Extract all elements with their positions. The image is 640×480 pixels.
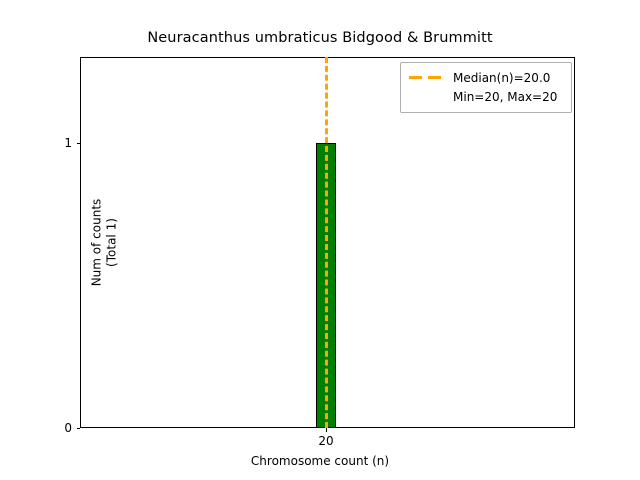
dashed-line-icon: [408, 72, 444, 84]
ytick-mark-0: [76, 427, 80, 429]
legend-item-minmax: Min=20, Max=20: [408, 87, 564, 106]
ytick-label-1: 1: [64, 136, 72, 150]
ytick-label-0: 0: [64, 421, 72, 435]
median-line: [325, 57, 328, 428]
xtick-label-20: 20: [318, 434, 334, 448]
xtick-mark-20: [325, 428, 327, 432]
legend-item-median: Median(n)=20.0: [408, 68, 564, 87]
chart-legend: Median(n)=20.0 Min=20, Max=20: [400, 62, 572, 113]
plot-area: [80, 57, 575, 428]
x-axis-label: Chromosome count (n): [250, 454, 390, 468]
legend-label-minmax: Min=20, Max=20: [453, 89, 558, 104]
ytick-mark-1: [76, 142, 80, 144]
chart-title: Neuracanthus umbraticus Bidgood & Brummi…: [147, 30, 493, 46]
legend-label-median: Median(n)=20.0: [453, 70, 551, 85]
